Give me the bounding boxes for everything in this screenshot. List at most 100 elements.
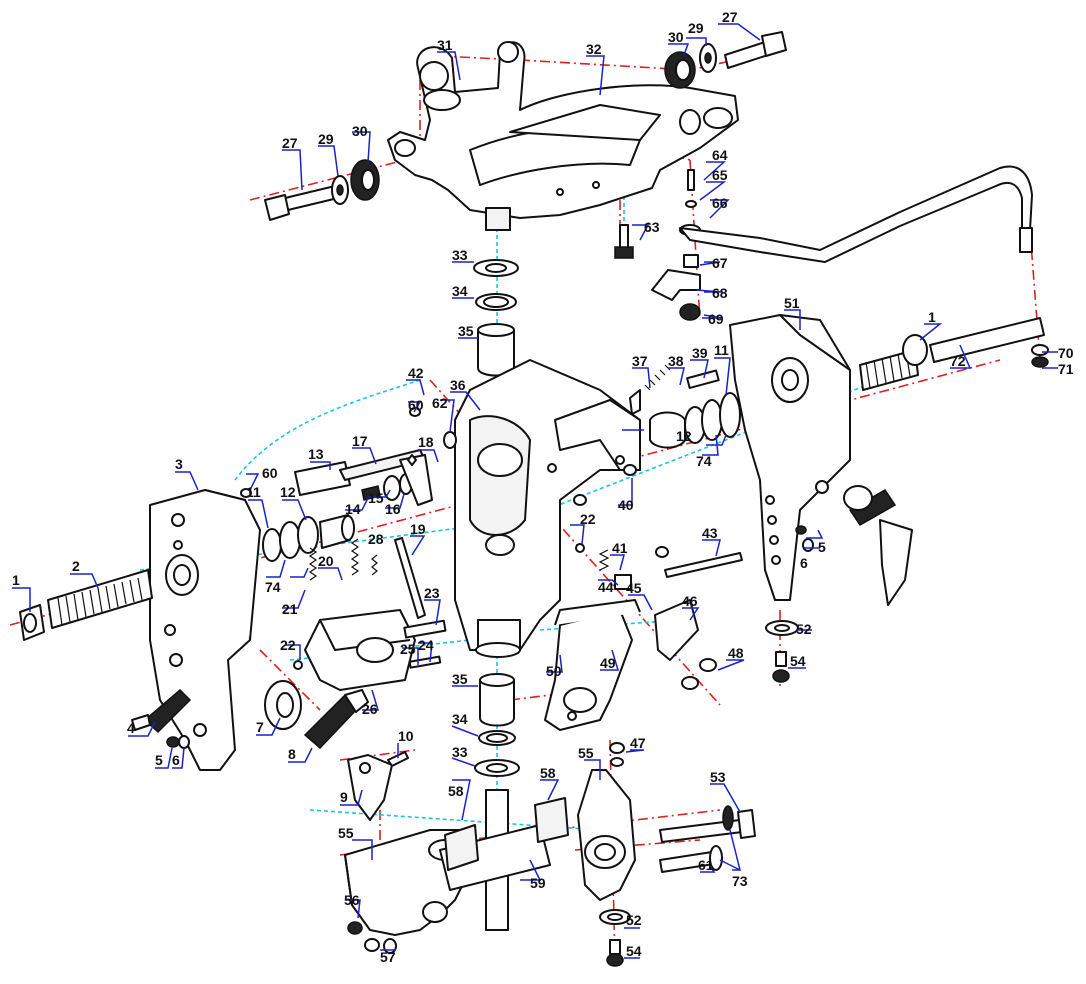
callout-47: 47 <box>630 735 646 751</box>
callout-31: 31 <box>437 37 453 53</box>
callout-2: 2 <box>72 558 80 574</box>
callout-23: 23 <box>424 585 440 601</box>
lower-left-lever-parts <box>264 680 409 821</box>
callout-52: 52 <box>796 621 812 637</box>
callout-33: 33 <box>452 247 468 263</box>
callout-46: 46 <box>682 593 698 609</box>
callout-28: 28 <box>368 531 384 547</box>
callout-68: 68 <box>712 285 728 301</box>
callout-16: 16 <box>385 501 401 517</box>
callout-12: 12 <box>280 484 296 500</box>
callout-71: 71 <box>1058 361 1074 377</box>
callout-12: 12 <box>676 428 692 444</box>
callout-19: 19 <box>410 521 426 537</box>
callout-18: 18 <box>418 434 434 450</box>
callout-63: 63 <box>644 219 660 235</box>
callout-17: 17 <box>352 433 368 449</box>
callout-64: 64 <box>712 147 728 163</box>
callout-38: 38 <box>668 353 684 369</box>
callout-5: 5 <box>818 539 826 555</box>
callout-35: 35 <box>458 323 474 339</box>
callout-22: 22 <box>580 511 596 527</box>
callout-14: 14 <box>345 501 361 517</box>
callout-51: 51 <box>784 295 800 311</box>
callout-27: 27 <box>722 9 738 25</box>
callout-45: 45 <box>626 580 642 596</box>
tilt-stopper <box>293 609 447 691</box>
callout-43: 43 <box>702 525 718 541</box>
callout-55: 55 <box>338 825 354 841</box>
springs <box>308 538 378 581</box>
callout-32: 32 <box>586 41 602 57</box>
callout-20: 20 <box>318 553 334 569</box>
callout-13: 13 <box>308 446 324 462</box>
callout-65: 65 <box>712 167 728 183</box>
callout-21: 21 <box>282 601 298 617</box>
callout-34: 34 <box>452 283 468 299</box>
callout-66: 66 <box>712 195 728 211</box>
callout-6: 6 <box>800 555 808 571</box>
callout-53: 53 <box>710 769 726 785</box>
tiller-link-hardware <box>614 165 1049 368</box>
left-clamp-bracket <box>131 489 261 771</box>
callout-72: 72 <box>950 353 966 369</box>
callout-9: 9 <box>340 789 348 805</box>
callout-37: 37 <box>632 353 648 369</box>
upper-mount-hardware <box>264 31 787 221</box>
callout-54: 54 <box>790 653 806 669</box>
callout-6: 6 <box>172 752 180 768</box>
callout-3: 3 <box>175 456 183 472</box>
callout-49: 49 <box>600 655 616 671</box>
callout-7: 7 <box>256 719 264 735</box>
callout-60: 60 <box>408 397 424 413</box>
callout-11: 11 <box>714 342 729 358</box>
callout-67: 67 <box>712 255 728 271</box>
callout-48: 48 <box>728 645 744 661</box>
callout-29: 29 <box>318 131 334 147</box>
leader-lines <box>12 23 1058 959</box>
callout-24: 24 <box>418 637 434 653</box>
upper-washers-bushing <box>473 259 519 377</box>
callout-73: 73 <box>732 873 748 889</box>
right-tilt-tube-parts <box>629 364 741 449</box>
callout-74: 74 <box>265 579 281 595</box>
callout-30: 30 <box>668 29 684 45</box>
callout-8: 8 <box>288 746 296 762</box>
callout-58: 58 <box>540 765 556 781</box>
callout-58: 58 <box>448 783 464 799</box>
callout-69: 69 <box>708 311 724 327</box>
callout-62: 62 <box>432 395 448 411</box>
callout-55: 55 <box>578 745 594 761</box>
callout-35: 35 <box>452 671 468 687</box>
callout-44: 44 <box>598 579 614 595</box>
callout-61: 61 <box>698 857 714 873</box>
callout-50: 50 <box>546 663 562 679</box>
callout-59: 59 <box>530 875 546 891</box>
callout-labels: 1 1 2 3 4 5 5 6 6 7 8 9 10 11 11 12 12 1… <box>12 9 1074 965</box>
callout-10: 10 <box>398 728 414 744</box>
callout-27: 27 <box>282 135 298 151</box>
callout-36: 36 <box>450 377 466 393</box>
callout-29: 29 <box>688 20 704 36</box>
callout-70: 70 <box>1058 345 1074 361</box>
callout-22: 22 <box>280 637 296 653</box>
center-lower-parts <box>240 407 743 931</box>
left-tilt-tube <box>19 569 153 641</box>
callout-25: 25 <box>400 641 416 657</box>
swivel-bracket-top <box>387 41 739 231</box>
callout-11: 11 <box>246 484 261 500</box>
callout-52: 52 <box>626 912 642 928</box>
callout-56: 56 <box>344 892 360 908</box>
lower-mount-clamp <box>344 769 756 967</box>
callout-60: 60 <box>262 465 278 481</box>
callout-1: 1 <box>12 572 20 588</box>
callout-26: 26 <box>362 701 378 717</box>
callout-54: 54 <box>626 943 642 959</box>
callout-34: 34 <box>452 711 468 727</box>
callout-30: 30 <box>352 123 368 139</box>
callout-74: 74 <box>696 453 712 469</box>
callout-5: 5 <box>155 752 163 768</box>
callout-42: 42 <box>408 365 424 381</box>
callout-41: 41 <box>612 540 628 556</box>
